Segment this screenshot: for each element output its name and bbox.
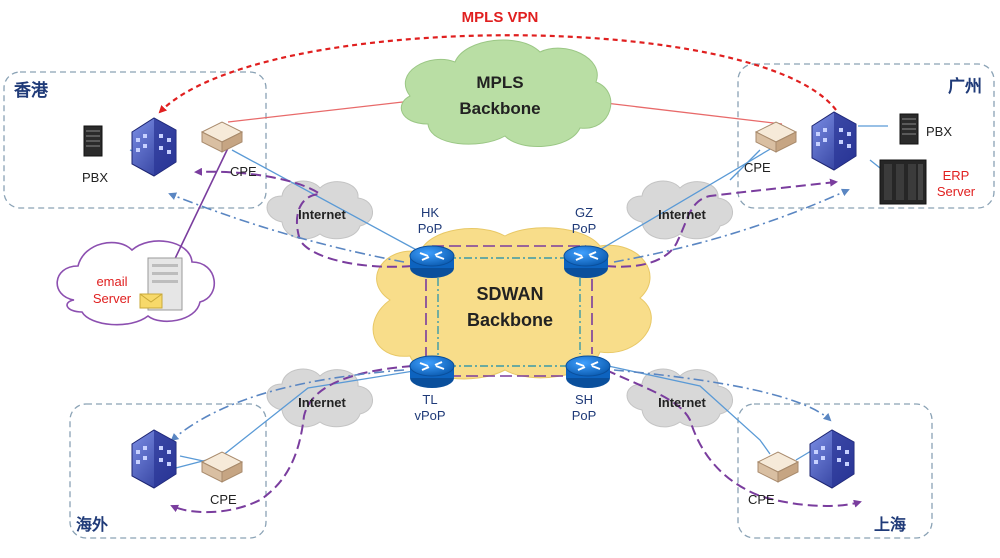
internet-cloud-gz [626, 180, 733, 240]
hk-pop-label-line2: PoP [418, 221, 443, 236]
erp-server-icon [879, 159, 927, 205]
erp-label-line2: Server [937, 184, 976, 199]
hk-building-icon [131, 117, 177, 177]
sh-building-icon [809, 429, 855, 489]
hk-pbx-label: PBX [82, 170, 108, 185]
sh-pop-router-icon [565, 355, 611, 389]
site-box-guangzhou [737, 63, 995, 209]
internet-label-sh: Internet [658, 395, 706, 410]
hk-cpe-label: CPE [230, 164, 257, 179]
sh-pop-label-line1: SH [575, 392, 593, 407]
gz-building-icon [811, 111, 857, 171]
email-server-cloud [56, 240, 215, 326]
mpls-link-hk [227, 99, 421, 123]
hk-pop-label-line1: HK [421, 205, 439, 220]
sh-cpe-label: CPE [748, 492, 775, 507]
site-label-shanghai: 上海 [874, 515, 906, 534]
email-label-line1: email [96, 274, 127, 289]
site-box-shanghai [737, 403, 933, 539]
gz-pop-label-line2: PoP [572, 221, 597, 236]
mpls-label-line1: MPLS [476, 73, 523, 92]
mpls-link-gz [579, 99, 783, 125]
internet-cloud-sh [626, 368, 733, 428]
hk-cpe-icon [201, 121, 243, 153]
email-label-line2: Server [93, 291, 132, 306]
internet-routes-blue [168, 188, 850, 442]
internet-label-overseas: Internet [298, 395, 346, 410]
sdwan-routes-purple [170, 167, 862, 514]
gz-cpe-label: CPE [744, 160, 771, 175]
gz-pbx-icon [899, 113, 919, 145]
gz-cpe-icon [755, 121, 797, 153]
sh-cpe-icon [757, 451, 799, 483]
internet-cloud-overseas [266, 368, 373, 428]
internet-label-gz: Internet [658, 207, 706, 222]
internet-label-hk: Internet [298, 207, 346, 222]
gz-pop-router-icon [563, 245, 609, 279]
site-box-hongkong [3, 71, 267, 209]
mpls-backbone-cloud [400, 39, 612, 147]
hk-pop-router-icon [409, 245, 455, 279]
site-label-overseas: 海外 [76, 515, 108, 534]
email-server-icon [139, 257, 183, 311]
tl-vpop-router-icon [409, 355, 455, 389]
hk-pbx-icon [83, 125, 103, 157]
sh-pop-label-line2: PoP [572, 408, 597, 423]
overseas-cpe-icon [201, 451, 243, 483]
sdwan-label-line2: Backbone [467, 310, 553, 330]
sdwan-label-line1: SDWAN [477, 284, 544, 304]
gz-pbx-label: PBX [926, 124, 952, 139]
site-box-overseas [69, 403, 267, 539]
erp-label-line1: ERP [943, 168, 970, 183]
mpls-vpn-arc [158, 34, 837, 114]
tl-pop-label-line1: TL [422, 392, 437, 407]
overseas-building-icon [131, 429, 177, 489]
site-label-guangzhou: 广州 [948, 76, 982, 96]
mpls-label-line2: Backbone [459, 99, 540, 118]
tl-pop-label-line2: vPoP [414, 408, 445, 423]
site-label-hongkong: 香港 [14, 80, 49, 100]
sdwan-mesh [425, 245, 593, 377]
mpls-vpn-label: MPLS VPN [462, 9, 539, 26]
gz-pop-label-line1: GZ [575, 205, 593, 220]
internet-cloud-hk [266, 180, 373, 240]
overseas-cpe-label: CPE [210, 492, 237, 507]
